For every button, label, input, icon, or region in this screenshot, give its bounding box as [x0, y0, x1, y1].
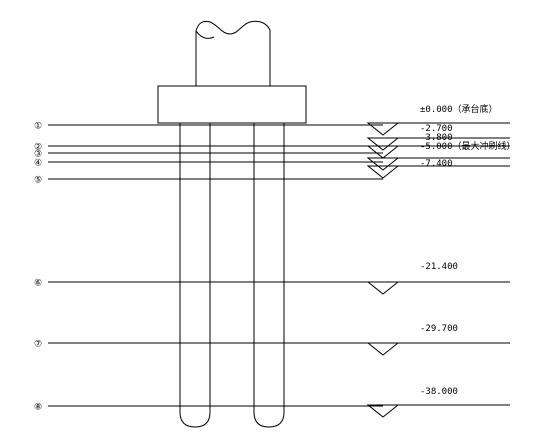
elevation-level: ③ -3.800 [34, 133, 510, 160]
elevation-label: -3.800 [420, 133, 453, 143]
elevation-triangle [366, 342, 400, 356]
elevation-level: ⑤ -7.400 [34, 159, 510, 186]
elevation-levels: ① ±0.000（承台底） ② -2.700 ③ -3.800 ④ -5.000（最大冲刷线）… [34, 103, 516, 418]
pier-column [195, 20, 271, 86]
level-marker: ⑦ [34, 340, 42, 350]
elevation-label: -5.000（最大冲刷线） [420, 140, 516, 152]
right-pile [253, 123, 285, 428]
elevation-level: ⑥ -21.400 [34, 262, 510, 295]
elevation-triangle [366, 281, 400, 295]
elevation-level: ⑦ -29.700 [34, 324, 510, 356]
level-marker: ① [34, 122, 42, 132]
piles [179, 123, 285, 428]
elevation-level: ② -2.700 [34, 124, 510, 153]
elevation-triangle [366, 404, 400, 418]
level-marker: ⑥ [34, 279, 42, 289]
elevation-label: -38.000 [420, 387, 458, 397]
elevation-triangle [366, 157, 400, 171]
elevation-triangle [366, 137, 400, 151]
elevation-level: ① ±0.000（承台底） [34, 103, 510, 136]
elevation-label: -29.700 [420, 324, 458, 334]
level-marker: ⑤ [34, 176, 42, 186]
left-pile [179, 123, 211, 428]
elevation-triangle [366, 165, 400, 179]
elevation-label: -7.400 [420, 159, 453, 169]
elevation-label: ±0.000（承台底） [420, 103, 498, 115]
level-marker: ② [34, 143, 42, 153]
elevation-label: -2.700 [420, 124, 453, 134]
pile-cap [157, 85, 307, 124]
level-marker: ④ [34, 159, 42, 169]
elevation-level: ⑧ -38.000 [34, 387, 510, 418]
elevation-triangle [366, 145, 400, 159]
level-marker: ③ [34, 150, 42, 160]
level-marker: ⑧ [34, 403, 42, 413]
elevation-label: -21.400 [420, 262, 458, 272]
elevation-level: ④ -5.000（最大冲刷线） [34, 140, 516, 171]
